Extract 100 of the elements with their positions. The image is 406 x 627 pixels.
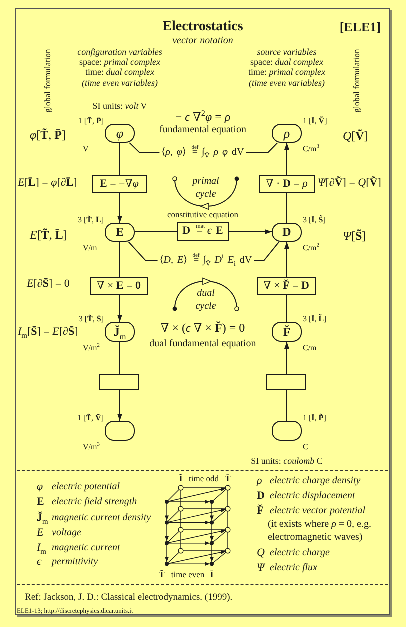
unit-label: V (83, 144, 89, 154)
glossary-text: electric potential (52, 480, 120, 494)
subtitle: vector notation (172, 34, 234, 48)
axis-label: time even (171, 570, 205, 580)
variable-node: ρ (272, 124, 302, 143)
unit-label: V/m$^{3}$ (83, 442, 100, 452)
equation-caption: dual fundamental equation (150, 338, 256, 350)
equation-caption: fundamental equation (160, 124, 246, 136)
equation: Ψ[∂Ṽ] = Q[Ṽ] (318, 176, 382, 190)
global-variable: E[T̃, L̄] (30, 227, 68, 243)
equation-box: D $^{mat}$= ϵ E (177, 222, 229, 241)
glossary-symbol: I$_{m}$ (37, 541, 46, 555)
axis-label: T̃ (159, 570, 165, 580)
glossary-text: electric displacement (270, 490, 356, 502)
equation-box: ∇ × E = 0 (90, 277, 148, 295)
glossary-text: permittivity (52, 556, 98, 568)
equation: I$_{m}$[S̄] = E[∂S̄] (18, 325, 78, 339)
global-variable: Ψ[S̃] (343, 228, 366, 244)
unit-label: C/m$^{3}$ (303, 144, 320, 154)
glossary-text: electric vector potential (270, 504, 366, 518)
arrow (118, 294, 122, 322)
glossary-text: electric field strength (52, 496, 138, 508)
glossary-text: voltage (52, 526, 82, 540)
cell-index-label: 1 [Ī, Ṽ] (303, 116, 328, 126)
sheet-code: [ELE1] (340, 18, 381, 36)
connector-line (254, 242, 280, 262)
unit-label: V/m$^{2}$ (83, 342, 100, 354)
variable-node: F̌ (272, 322, 302, 342)
glossary-symbol: D (257, 489, 265, 503)
arrow (228, 230, 272, 234)
cycle-label: primal cycle (191, 175, 220, 201)
cell-index-label: 1 [T̃, V̄] (78, 412, 104, 424)
cell-index-label: 1 [T̃, P̄] (78, 116, 104, 126)
glossary-text: magnetic current density (52, 512, 152, 524)
connector-line (246, 142, 278, 154)
equation: ∇ × (ϵ ∇ × F̌) = 0 (160, 320, 246, 336)
connector-line (129, 142, 160, 154)
global-variable: Q[Ṽ] (343, 128, 368, 144)
note-text: (time even variables) (249, 77, 325, 89)
equation: E[L̄] = φ[∂L̄] (18, 176, 78, 190)
glossary-text: electric charge density (270, 474, 361, 488)
equation-caption: constitutive equation (167, 210, 239, 220)
vertical-label: global formulation (352, 49, 362, 113)
glossary-symbol: φ (37, 480, 44, 494)
unit-label: C/m (303, 342, 317, 354)
unit-label: V/m (83, 242, 98, 254)
axis-label: Ĩ (179, 474, 183, 484)
connector-line (286, 390, 288, 422)
glossary-symbol: J̌$_{m}$ (37, 511, 48, 525)
variable-node: E (105, 223, 135, 242)
empty-rounded-box (105, 421, 135, 441)
cell-index-label: 1 [Ī, P̃] (303, 412, 326, 424)
units-note: SI units: coulomb C (251, 455, 323, 467)
vertical-label: global formulation (42, 49, 54, 113)
glossary-text: electric charge (270, 546, 330, 560)
equation-box: ∇ · D = ρ (259, 175, 315, 193)
glossary-symbol: ϵ (37, 555, 42, 569)
axis-label: T̄ (225, 474, 231, 484)
arrow (118, 390, 122, 422)
note-text: source variables (257, 46, 317, 58)
empty-box (99, 374, 139, 390)
glossary-text: magnetic current (52, 542, 120, 554)
equation: − ϵ ∇$^{2}$φ = ρ (175, 109, 231, 125)
empty-rounded-box (272, 421, 302, 441)
global-variable: φ[T̃, P̄] (30, 127, 66, 143)
cell-index-label: 3 [T̃, S̄] (78, 314, 104, 324)
glossary-symbol: Ψ (257, 561, 265, 575)
glossary-note: (it exists where ρ = 0, e.g. electromagnetic waves) (268, 518, 372, 544)
unit-label: C/m$^{2}$ (303, 242, 320, 254)
equation-box: E = −∇φ (92, 175, 147, 193)
variable-node: φ (105, 124, 135, 143)
empty-box (266, 374, 306, 390)
note-text: space: primal complex (80, 57, 160, 68)
arrow (118, 192, 122, 224)
note-text: time: dual complex (86, 67, 154, 78)
connector-line (286, 192, 288, 224)
connector-line (128, 242, 158, 262)
arrow (284, 142, 290, 176)
cycle-label: dual cycle (194, 287, 218, 313)
glossary-symbol: E (37, 526, 44, 540)
variable-node: D (272, 223, 302, 242)
units-note: SI units: volt V (92, 100, 148, 112)
unit-label: C (303, 442, 308, 452)
axis-label: Ī (210, 570, 214, 580)
arrow (284, 242, 290, 278)
equation-box: ∇ × F̌ = D (257, 277, 316, 295)
note-text: time: primal complex (248, 67, 326, 78)
connector-line (286, 294, 288, 322)
arrow (284, 342, 290, 374)
glossary-text: electric flux (270, 562, 318, 574)
cell-index-label: 3 [T̃, L̄] (78, 214, 104, 226)
note-text: (time even variables) (82, 77, 158, 89)
glossary-symbol: F̌ (257, 504, 264, 518)
title: Electrostatics (162, 18, 244, 36)
cell-index-label: 3 [Ī, S̃] (303, 214, 326, 226)
cell-index-label: 3 [Ī, L̃] (303, 314, 327, 324)
glossary-symbol: E (37, 495, 44, 509)
note-text: configuration variables (78, 46, 162, 58)
equation: E[∂S̄] = 0 (27, 277, 70, 291)
glossary-symbol: Q (257, 546, 265, 560)
